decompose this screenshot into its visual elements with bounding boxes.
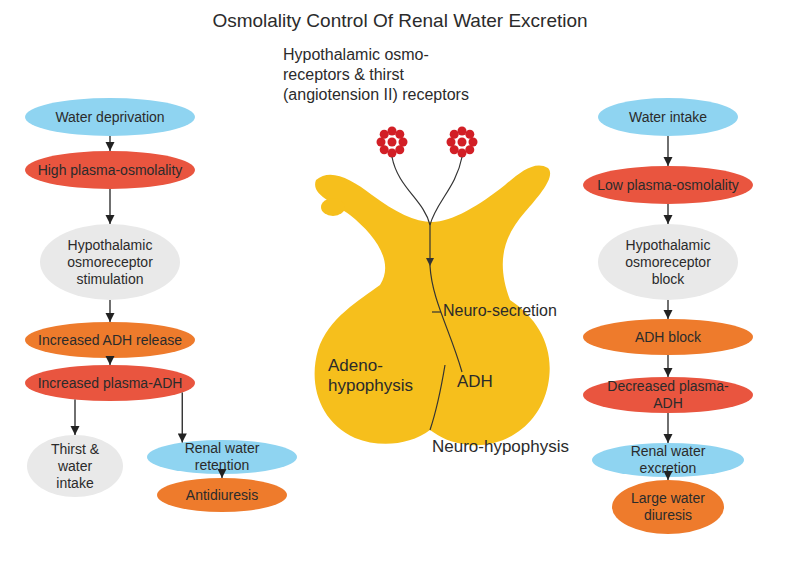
node-label: High plasma-osmolality [38, 162, 183, 179]
node-label: Low plasma-osmolality [597, 177, 739, 194]
process-ellipse: Low plasma-osmolality [583, 166, 753, 204]
node-label: Antidiuresis [186, 487, 258, 504]
node-label: Increased plasma-ADH [38, 375, 183, 392]
process-ellipse: Thirst & water intake [27, 435, 123, 497]
flow-arrow [74, 399, 75, 435]
process-ellipse: Increased ADH release [25, 322, 195, 358]
flow-arrow [182, 392, 183, 442]
node-label: Thirst & water intake [39, 441, 111, 492]
flow-arrow [109, 300, 110, 322]
flow-arrow [667, 300, 668, 319]
node-label: Renal water excretion [604, 443, 732, 477]
node-label: ADH block [635, 329, 701, 346]
process-ellipse: Hypothalamic osmoreceptor block [598, 224, 738, 300]
part-label: Neuro-secretion [443, 301, 557, 321]
process-ellipse: ADH block [583, 319, 753, 355]
process-ellipse: Increased plasma-ADH [25, 365, 195, 401]
process-ellipse: Water deprivation [25, 98, 195, 136]
node-label: Hypothalamic osmoreceptor block [610, 237, 726, 288]
flow-arrow [667, 355, 668, 377]
node-label: Renal water retention [159, 440, 285, 474]
flow-arrow [667, 413, 668, 443]
node-label: Water deprivation [55, 109, 164, 126]
process-ellipse: Renal water retention [147, 440, 297, 474]
part-label: Neuro-hypophysis [432, 437, 569, 457]
process-ellipse: Water intake [598, 98, 738, 136]
flow-arrow [109, 136, 110, 151]
process-ellipse: Large water diuresis [612, 480, 724, 534]
process-ellipse: Hypothalamic osmoreceptor stimulation [40, 224, 180, 300]
part-label: ADH [457, 372, 493, 392]
part-label: Adeno- hypophysis [328, 356, 420, 396]
node-label: Hypothalamic osmoreceptor stimulation [52, 237, 168, 288]
node-label: Water intake [629, 109, 707, 126]
gland-knob [321, 198, 345, 216]
process-ellipse: Antidiuresis [157, 478, 287, 512]
flow-arrow [667, 204, 668, 224]
process-ellipse: Renal water excretion [592, 443, 744, 477]
receptor-cluster [447, 127, 478, 158]
diagram-title: Osmolality Control Of Renal Water Excret… [0, 10, 800, 32]
node-label: Increased ADH release [38, 332, 182, 349]
node-label: Large water diuresis [624, 490, 712, 524]
process-ellipse: Decreased plasma-ADH [583, 377, 753, 413]
process-ellipse: High plasma-osmolality [25, 151, 195, 189]
flow-arrow [667, 136, 668, 166]
flow-arrow [109, 189, 110, 224]
receptor-cluster [377, 127, 408, 158]
part-label: Hypothalamic osmo-receptors & thirst (an… [283, 45, 488, 105]
node-label: Decreased plasma-ADH [595, 378, 741, 412]
flow-arrow [109, 358, 110, 365]
